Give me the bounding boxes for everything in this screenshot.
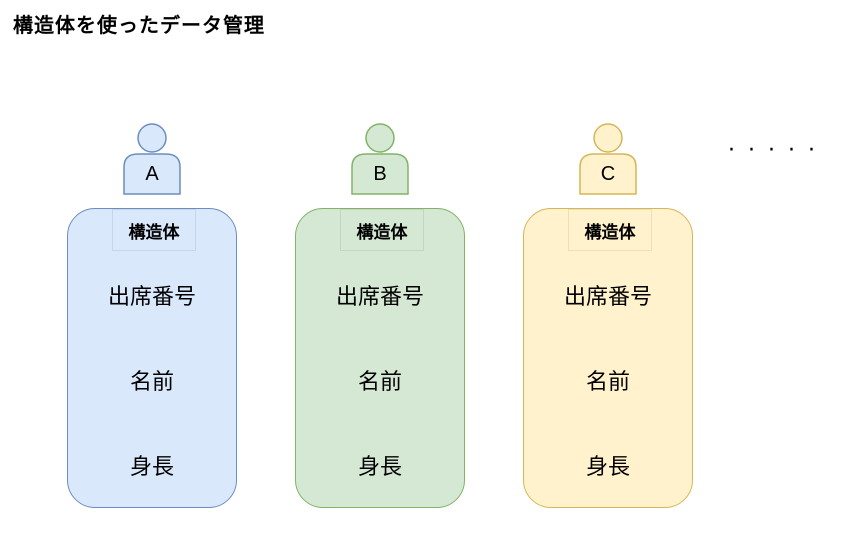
struct-header: 構造体 <box>112 209 196 251</box>
more-ellipsis: · · · · · <box>728 138 818 163</box>
person-c-label: C <box>600 163 616 185</box>
person-a-label: A <box>145 163 159 185</box>
field-attendance-number: 出席番号 <box>107 285 196 310</box>
field-height: 身長 <box>129 455 174 480</box>
field-name: 名前 <box>129 370 174 395</box>
field-attendance-number: 出席番号 <box>563 285 652 310</box>
person-a-icon: A <box>123 123 181 195</box>
field-height: 身長 <box>357 455 402 480</box>
field-name: 名前 <box>357 370 402 395</box>
person-b-label: B <box>373 163 387 185</box>
struct-header: 構造体 <box>568 209 652 251</box>
field-height: 身長 <box>585 455 630 480</box>
diagram-title: 構造体を使ったデータ管理 <box>13 13 265 37</box>
struct-card-a: 構造体 出席番号 名前 身長 <box>67 208 237 508</box>
field-attendance-number: 出席番号 <box>335 285 424 310</box>
struct-card-b: 構造体 出席番号 名前 身長 <box>295 208 465 508</box>
struct-card-c: 構造体 出席番号 名前 身長 <box>523 208 693 508</box>
struct-header: 構造体 <box>340 209 424 251</box>
field-name: 名前 <box>585 370 630 395</box>
person-b-icon: B <box>351 123 409 195</box>
person-c-icon: C <box>579 123 637 195</box>
